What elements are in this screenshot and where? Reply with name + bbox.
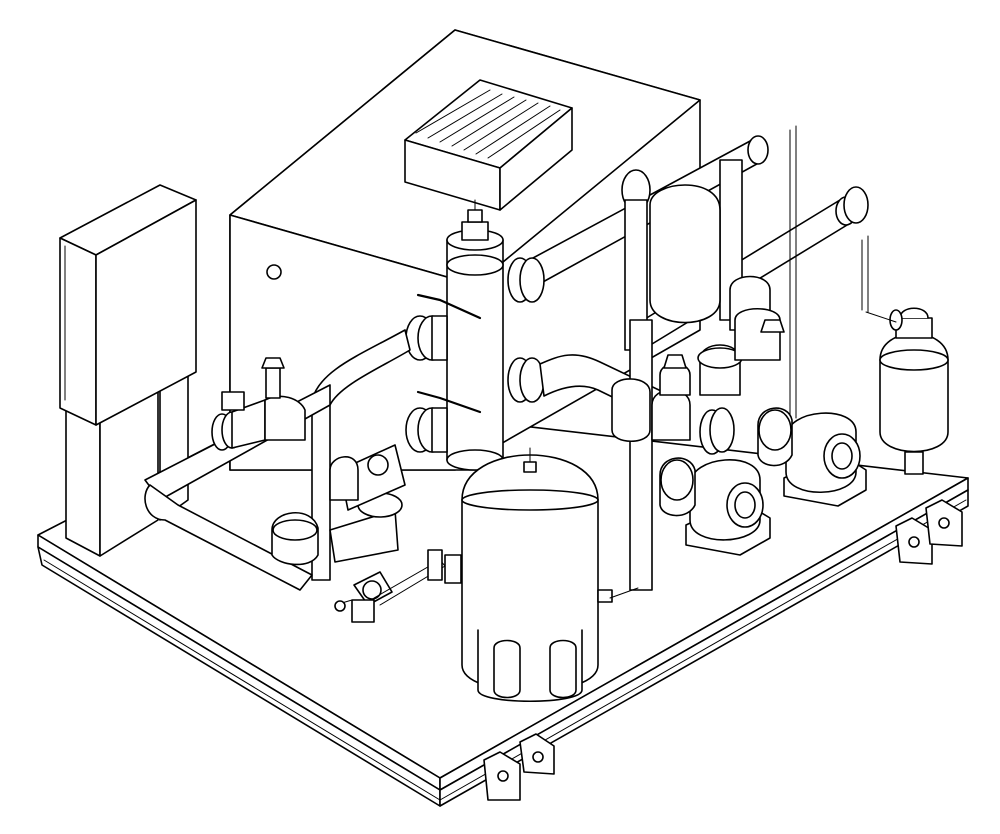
pump-1 xyxy=(659,457,771,556)
header-bulb xyxy=(649,184,721,324)
housing-port-icon xyxy=(266,264,282,280)
control-panel xyxy=(59,184,197,557)
lifting-lug xyxy=(483,751,521,801)
small-tank xyxy=(865,307,949,475)
air-separator xyxy=(446,199,504,471)
expansion-tank xyxy=(461,447,613,703)
left-pipe-loop xyxy=(144,329,411,591)
discharge-flange xyxy=(699,407,735,455)
lifting-lug xyxy=(895,517,933,565)
left-circulating-pump xyxy=(271,444,406,566)
gate-valves xyxy=(611,275,785,442)
lifting-lug xyxy=(519,733,555,775)
pump-2 xyxy=(757,407,867,507)
gauge-icon xyxy=(367,454,389,476)
regulator-valve xyxy=(334,549,462,623)
louvered-vent xyxy=(404,79,573,211)
pipe-flange-icon xyxy=(843,186,869,224)
valve-connection xyxy=(405,293,482,453)
lifting-lug xyxy=(925,499,963,547)
